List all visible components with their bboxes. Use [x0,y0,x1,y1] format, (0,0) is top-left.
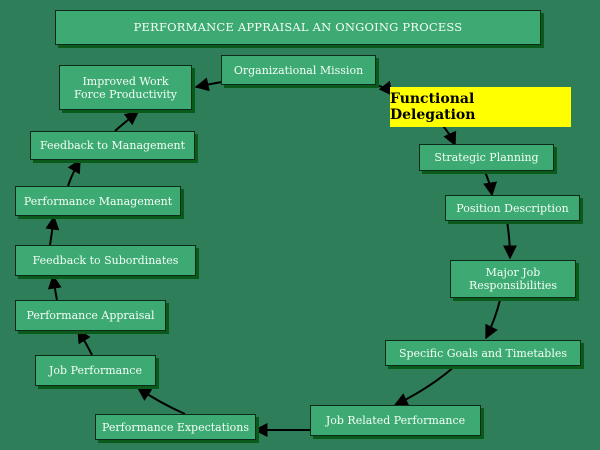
step-strategic-planning: Strategic Planning [419,144,554,171]
step-job-related-performance: Job Related Performance [310,405,481,436]
step-organizational-mission: Organizational Mission [221,55,376,85]
step-feedback-to-subordinates: Feedback to Subordinates [15,245,196,276]
step-feedback-to-management: Feedback to Management [30,131,195,160]
arrow-jobperformance-to-appraisal [77,328,93,356]
arrow-feedbackmgmt-to-improved [114,111,140,132]
arrow-position-to-major [502,220,517,260]
step-performance-management: Performance Management [15,186,181,216]
arrow-perfmgmt-to-feedbackmgmt [67,158,81,187]
step-functional-delegation-highlight: Functional Delegation [390,87,571,127]
arrow-delegation-to-planning [442,125,457,147]
step-performance-expectations: Performance Expectations [95,414,256,440]
step-specific-goals: Specific Goals and Timetables [385,340,581,366]
arrow-improved-to-mission [194,77,223,92]
arrow-mission-to-delegation [371,80,393,97]
arrow-major-to-goals [485,299,501,340]
arrow-expectations-to-jobperformance [136,387,186,415]
step-position-description: Position Description [445,195,580,221]
step-performance-appraisal: Performance Appraisal [15,300,166,331]
arrow-feedbacksub-to-perfmgmt [45,215,60,246]
arrow-goals-to-jobrelated [393,365,456,406]
diagram-title: PERFORMANCE APPRAISAL AN ONGOING PROCESS [55,10,541,45]
step-improved-work-force-productivity: Improved Work Force Productivity [59,65,192,110]
step-major-job-responsibilities: Major Job Responsibilities [450,260,576,298]
arrow-appraisal-to-feedbacksub [47,274,62,301]
step-job-performance: Job Performance [35,355,156,386]
arrow-planning-to-position [483,169,498,197]
